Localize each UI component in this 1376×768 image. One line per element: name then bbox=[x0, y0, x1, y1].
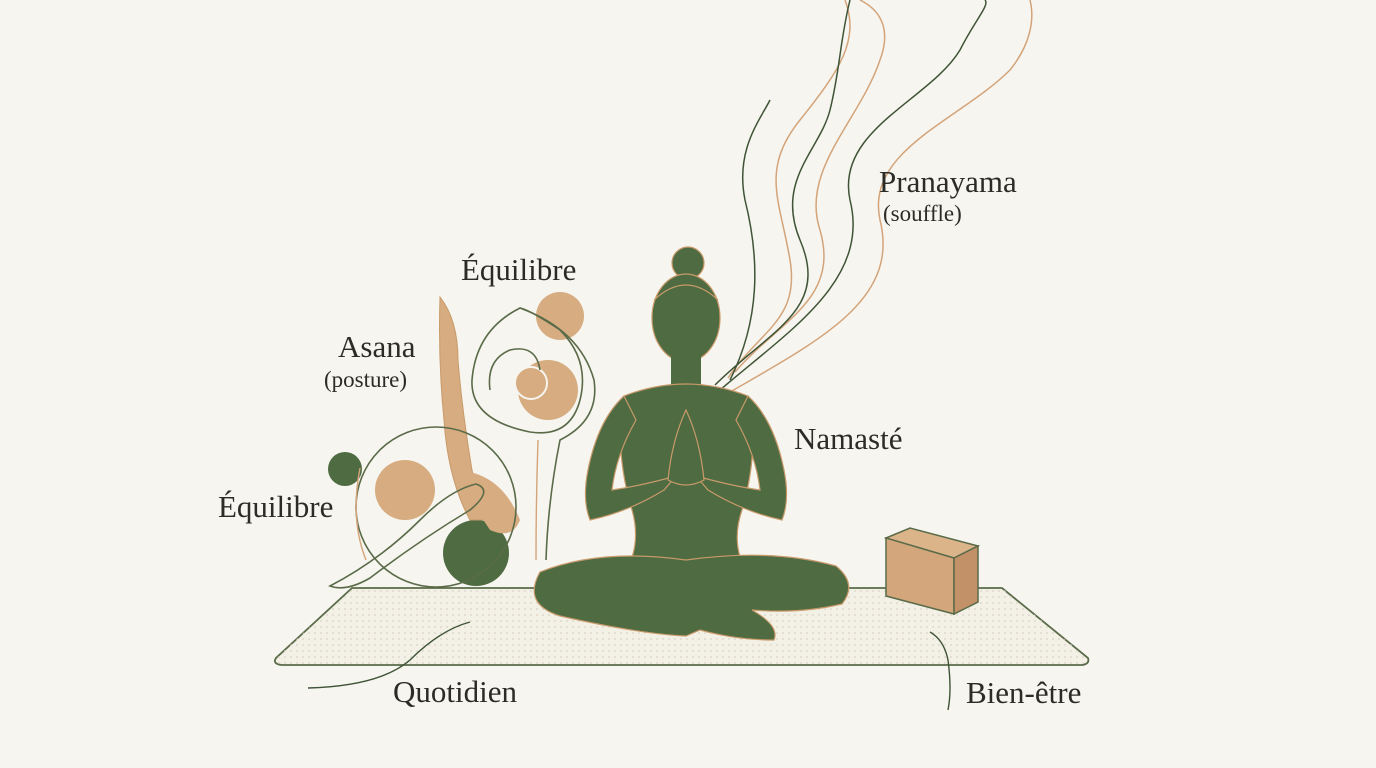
label-quotidien: Quotidien bbox=[393, 674, 517, 709]
yoga-block-icon bbox=[883, 527, 981, 616]
label-bien-etre: Bien-être bbox=[966, 675, 1082, 710]
abstract-pose-icon bbox=[328, 292, 596, 589]
label-namaste: Namasté bbox=[794, 421, 903, 456]
label-equilibre-top: Équilibre bbox=[461, 252, 577, 287]
label-pranayama-title: Pranayama bbox=[879, 164, 1017, 199]
label-asana-title: Asana bbox=[338, 329, 416, 364]
meditating-woman-icon bbox=[533, 246, 850, 641]
label-equilibre-left: Équilibre bbox=[218, 489, 334, 524]
breath-swirl-icon bbox=[714, 0, 1033, 396]
label-asana-sub: (posture) bbox=[324, 367, 408, 392]
label-pranayama-sub: (souffle) bbox=[883, 201, 962, 226]
connector-lines bbox=[307, 621, 951, 711]
